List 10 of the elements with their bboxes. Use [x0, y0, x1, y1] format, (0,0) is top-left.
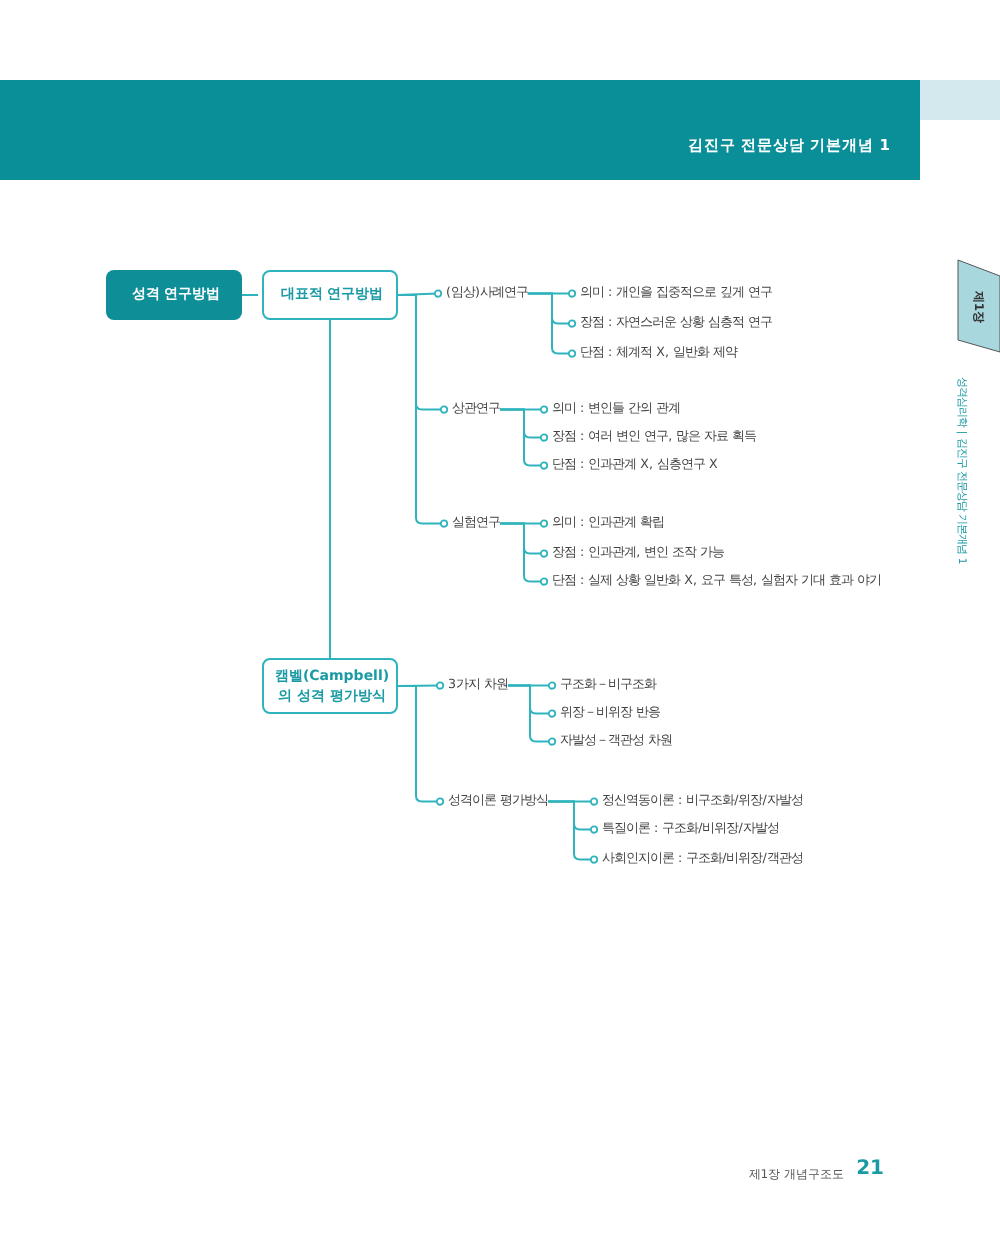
page-number: 21 — [856, 1158, 884, 1180]
branch-connector — [397, 294, 449, 528]
branch-connector — [547, 800, 599, 864]
branch-connector — [499, 522, 549, 586]
connector-line — [241, 294, 259, 296]
branch-connector — [499, 408, 549, 470]
branch-connector — [526, 292, 577, 358]
connector-line — [329, 319, 331, 659]
branch-connector — [507, 684, 557, 746]
branch-connector — [397, 685, 445, 806]
